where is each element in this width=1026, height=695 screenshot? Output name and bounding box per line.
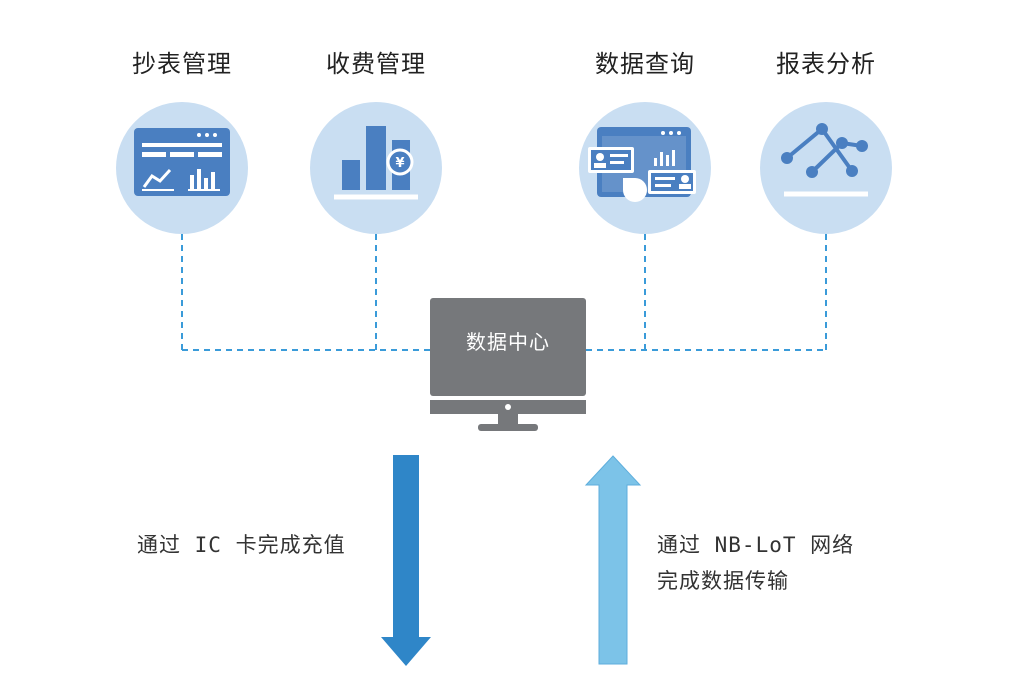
- billing-chart-yen-icon: ¥: [334, 126, 418, 200]
- uplink-caption-line2: 完成数据传输: [657, 569, 789, 593]
- module-title-billing: 收费管理: [326, 50, 426, 78]
- module-circle-report: [760, 102, 892, 234]
- report-line-analysis-icon: [781, 123, 868, 197]
- uplink-arrow: [584, 455, 642, 665]
- uplink-caption-line1: 通过 NB-LoT 网络: [657, 533, 855, 557]
- monitor-icon: [430, 298, 586, 431]
- meter-dashboard-icon: [134, 128, 230, 196]
- connector-lines: [181, 234, 827, 351]
- data-center-label: 数据中心: [466, 330, 550, 354]
- svg-text:¥: ¥: [395, 156, 404, 171]
- module-title-query: 数据查询: [595, 50, 695, 78]
- module-title-report: 报表分析: [776, 50, 876, 78]
- module-title-meter: 抄表管理: [132, 50, 232, 78]
- downlink-caption: 通过 IC 卡完成充值: [137, 533, 346, 557]
- data-query-screen-icon: [588, 127, 696, 202]
- downlink-arrow: [381, 455, 431, 666]
